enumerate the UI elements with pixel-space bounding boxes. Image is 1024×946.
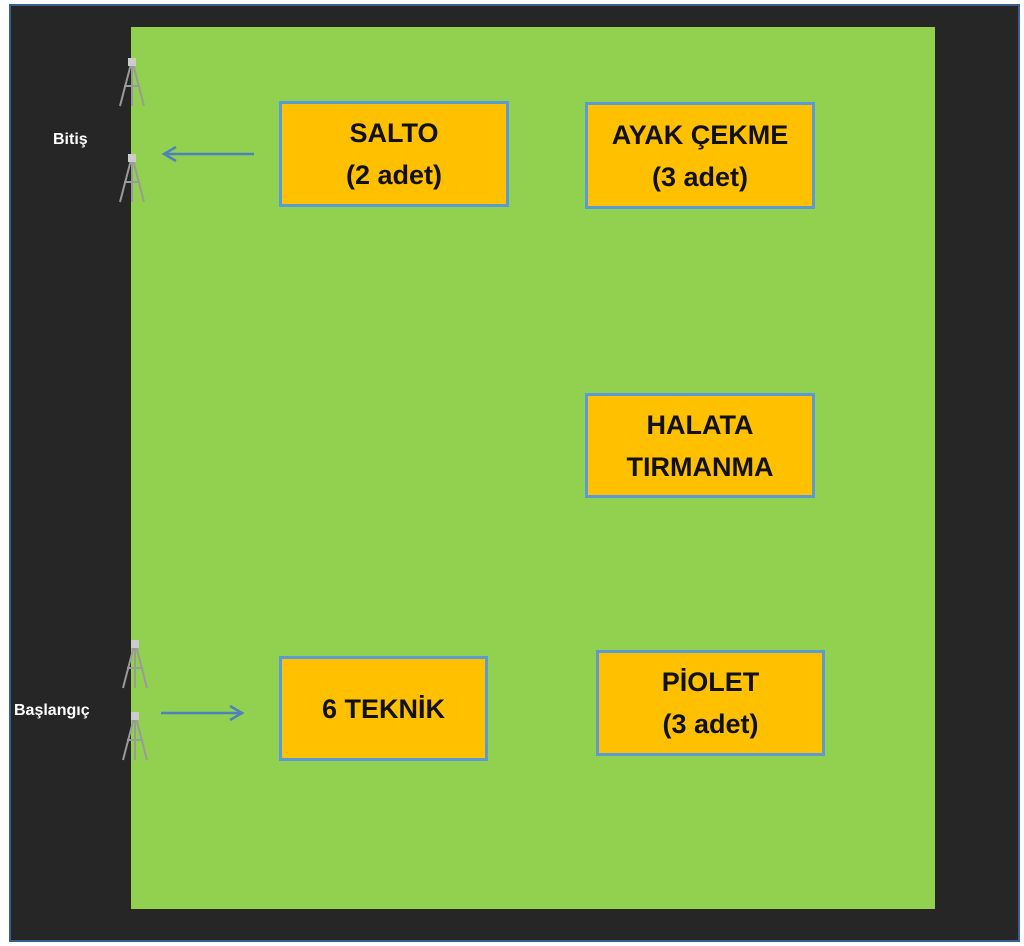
station-piolet-title: PİOLET (661, 667, 760, 697)
station-salto-count: (2 adet) (345, 160, 443, 190)
station-teknik-title: 6 TEKNİK (321, 693, 446, 724)
station-halata-subtitle: TIRMANMA (626, 451, 774, 482)
start-arrow (161, 704, 245, 722)
station-ayak-cekme-count: (3 adet) (651, 161, 749, 192)
start-cone-lower-icon (122, 712, 148, 761)
station-teknik: 6 TEKNİK (279, 656, 488, 761)
station-ayak-cekme-title: AYAK ÇEKME (611, 119, 789, 150)
start-label: Başlangıç (14, 702, 90, 719)
station-salto: SALTO (2 adet) (279, 101, 509, 207)
station-halata-tirmanma: HALATA TIRMANMA (585, 393, 815, 498)
finish-cone-upper-icon (119, 58, 145, 107)
station-salto-title: SALTO (349, 118, 439, 148)
station-ayak-cekme: AYAK ÇEKME (3 adet) (585, 102, 815, 209)
start-cone-upper-icon (122, 640, 148, 689)
station-halata-title: HALATA (646, 409, 754, 440)
finish-cone-lower-icon (119, 154, 145, 203)
station-piolet: PİOLET (3 adet) (596, 650, 825, 756)
station-piolet-count: (3 adet) (662, 709, 759, 739)
finish-label: Bitiş (53, 131, 88, 148)
finish-arrow (161, 145, 254, 163)
